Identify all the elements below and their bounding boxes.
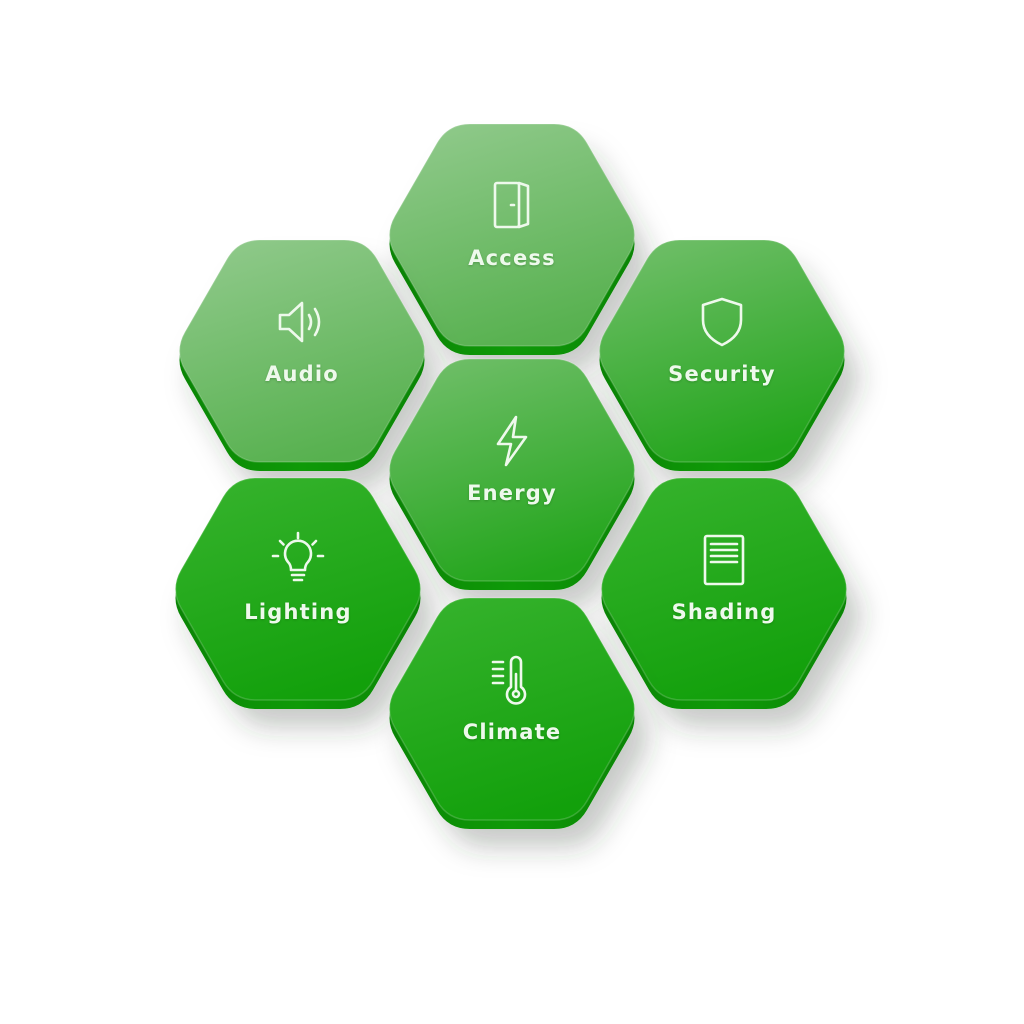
hexagon-shape <box>600 477 848 709</box>
tile-face <box>179 240 425 462</box>
tile-lighting[interactable]: Lighting <box>170 477 426 709</box>
hexagon-shape <box>174 477 422 709</box>
tile-rim <box>598 239 846 463</box>
tile-label: Shading <box>671 600 777 624</box>
hexagon-shape <box>388 358 636 590</box>
tile-shading[interactable]: Shading <box>596 477 852 709</box>
tile-rim <box>388 123 636 347</box>
tile-security[interactable]: Security <box>594 239 850 471</box>
tile-energy[interactable]: Energy <box>384 358 640 590</box>
tile-label: Climate <box>462 720 562 744</box>
lightning-icon <box>482 411 542 471</box>
hexagon-shape <box>388 123 636 355</box>
lightbulb-icon <box>268 530 328 590</box>
tile-rim <box>178 239 426 463</box>
tile-face <box>389 598 635 820</box>
tile-label: Security <box>668 362 776 386</box>
speaker-icon <box>272 292 332 352</box>
tile-face <box>601 478 847 700</box>
tile-access[interactable]: Access <box>384 123 640 355</box>
tile-label: Audio <box>265 362 339 386</box>
hexagon-shape <box>598 239 846 471</box>
tile-label: Energy <box>467 481 557 505</box>
hexagon-shape <box>178 239 426 471</box>
tile-rim <box>600 477 848 701</box>
tile-rim <box>388 358 636 582</box>
tile-audio[interactable]: Audio <box>174 239 430 471</box>
hexagon-shape <box>388 597 636 829</box>
tile-face <box>389 359 635 581</box>
tile-face <box>175 478 421 700</box>
tile-label: Lighting <box>244 600 352 624</box>
tile-label: Access <box>468 246 556 270</box>
tile-rim <box>388 597 636 821</box>
tile-face <box>389 124 635 346</box>
shield-icon <box>692 292 752 352</box>
tile-climate[interactable]: Climate <box>384 597 640 829</box>
thermometer-icon <box>482 650 542 710</box>
tile-rim <box>174 477 422 701</box>
tile-face <box>599 240 845 462</box>
door-icon <box>482 176 542 236</box>
blinds-icon <box>694 530 754 590</box>
